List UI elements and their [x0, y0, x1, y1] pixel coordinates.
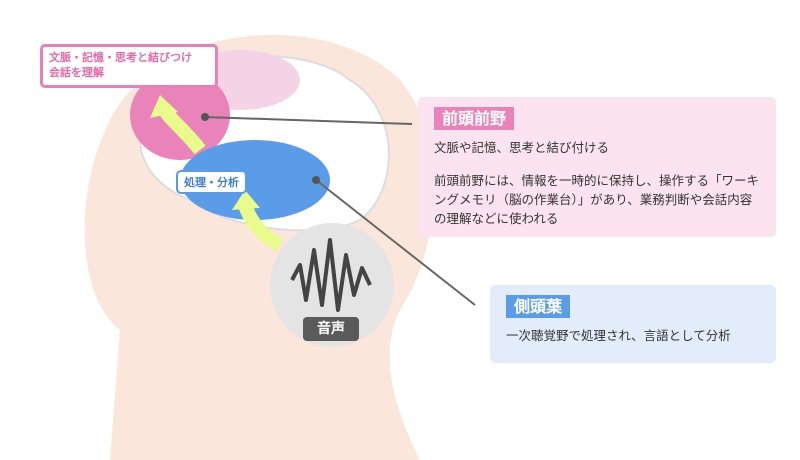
pointer-line-frontal [204, 116, 413, 125]
temporal-lobe [180, 140, 330, 220]
pointer-line-temporal [315, 179, 476, 306]
processing-label: 処理・分析 [176, 170, 247, 194]
prefrontal-panel: 前頭前野 文脈や記憶、思考と結び付ける 前頭前野には、情報を一時的に保持し、操作… [418, 97, 776, 237]
temporal-summary: 一次聴覚野で処理され、言語として分析 [506, 328, 731, 343]
frontal-lobe [130, 70, 230, 160]
temporal-title: 側頭葉 [506, 295, 571, 318]
prefrontal-detail: 前頭前野には、情報を一時的に保持し、操作する「ワーキングメモリ（脳の作業台）」が… [434, 173, 760, 226]
voice-label: 音声 [303, 317, 359, 341]
arrow-head-frontal [150, 95, 178, 118]
temporal-panel: 側頭葉 一次聴覚野で処理され、言語として分析 [490, 285, 776, 363]
voice-circle [270, 223, 394, 347]
sound-wave-icon [290, 238, 372, 312]
pointer-dot-frontal [201, 113, 209, 121]
pointer-dot-temporal [312, 176, 320, 184]
arrow-head-temporal [232, 190, 260, 210]
caption-line-2: 会話を理解 [49, 66, 104, 79]
prefrontal-title: 前頭前野 [434, 107, 515, 130]
prefrontal-summary: 文脈や記憶、思考と結び付ける [434, 140, 610, 155]
caption-line-1: 文脈・記憶・思考と結びつけ [49, 51, 192, 64]
frontal-caption: 文脈・記憶・思考と結びつけ 会話を理解 [40, 44, 218, 88]
